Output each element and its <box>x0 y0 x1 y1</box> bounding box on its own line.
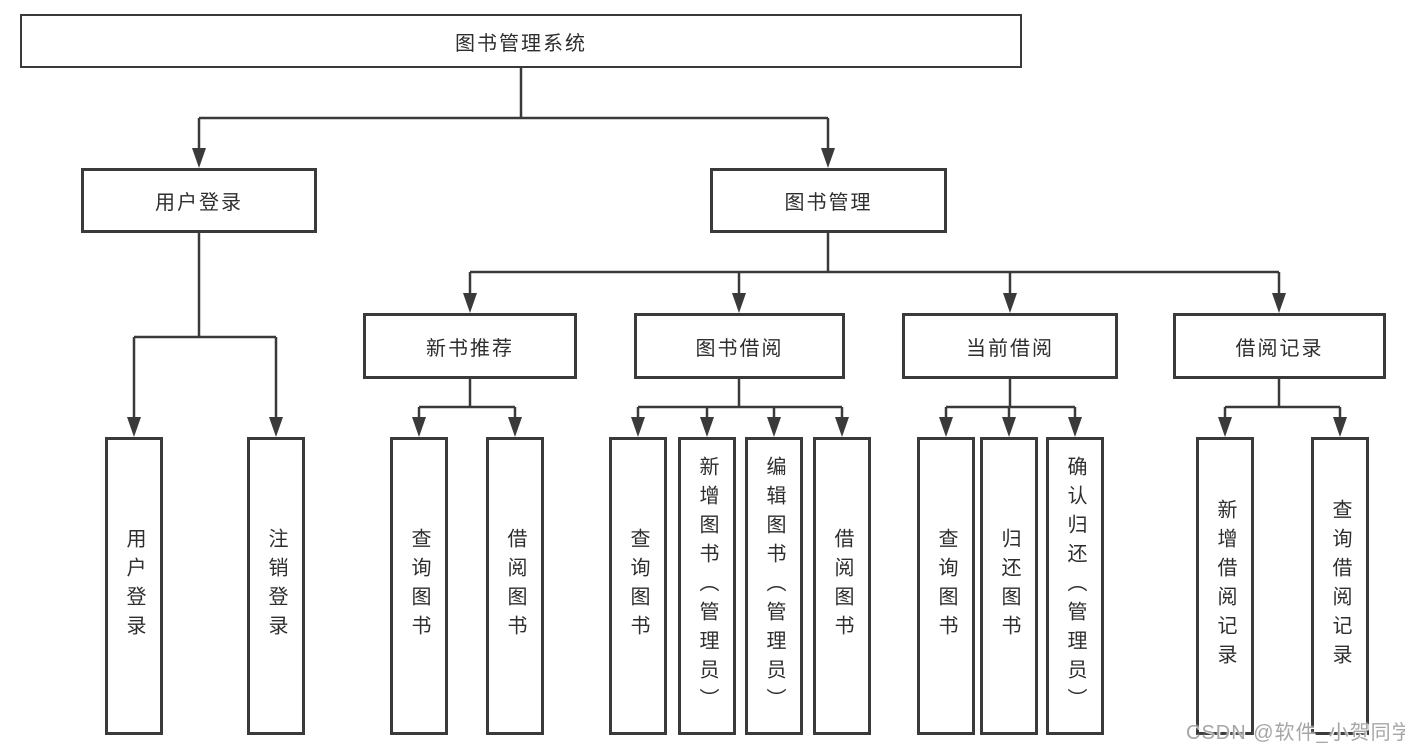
watermark: CSDN @软件_小贺同学 <box>1186 722 1405 744</box>
arrowhead <box>1272 293 1286 313</box>
connector-bookmgmt-to-level3 <box>468 233 1281 295</box>
node-current-borrowing-label: 当前借阅 <box>966 337 1054 360</box>
arrowhead <box>412 417 426 437</box>
leaf-query-books-newbook: 查询图书 <box>390 437 448 735</box>
leaf-add-books-admin: 新增图书（管理员） <box>678 437 736 735</box>
arrowhead <box>767 417 781 437</box>
node-new-book-recommend: 新书推荐 <box>363 313 577 379</box>
arrowhead <box>939 417 953 437</box>
leaf-query-borrow-record: 查询借阅记录 <box>1311 437 1369 735</box>
leaf-edit-books-admin: 编辑图书（管理员） <box>745 437 803 735</box>
leaf-user-login: 用户登录 <box>105 437 163 735</box>
node-book-borrowing-label: 图书借阅 <box>695 337 784 360</box>
leaf-confirm-return-admin-label: 确认归还（管理员） <box>1064 455 1086 717</box>
leaf-query-books-borrow: 查询图书 <box>609 437 667 735</box>
leaf-logout-label: 注销登录 <box>265 528 287 644</box>
leaf-borrow-books-newbook-label: 借阅图书 <box>504 528 526 644</box>
leaf-user-login-label: 用户登录 <box>123 528 145 644</box>
node-user-login-group: 用户登录 <box>81 168 317 233</box>
node-library-system: 图书管理系统 <box>20 14 1022 68</box>
arrowhead <box>821 148 835 168</box>
node-book-management: 图书管理 <box>710 168 947 233</box>
arrowhead <box>192 148 206 168</box>
connector-userlogin-to-leaves <box>132 233 278 419</box>
leaf-borrow-books-label: 借阅图书 <box>831 528 853 644</box>
leaf-add-borrow-record-label: 新增借阅记录 <box>1214 499 1236 673</box>
arrowhead <box>1333 417 1347 437</box>
node-library-system-label: 图书管理系统 <box>455 32 587 55</box>
arrowhead <box>463 293 477 313</box>
arrowhead <box>127 417 141 437</box>
node-book-management-label: 图书管理 <box>784 192 873 214</box>
arrowhead <box>835 417 849 437</box>
node-borrowing-records-label: 借阅记录 <box>1235 337 1324 360</box>
arrowhead <box>1003 293 1017 313</box>
arrowhead <box>732 293 746 313</box>
connector-current-to-leaves <box>944 379 1077 419</box>
leaf-query-books-current-label: 查询图书 <box>935 528 957 644</box>
leaf-return-books: 归还图书 <box>980 437 1038 735</box>
leaf-query-books-newbook-label: 查询图书 <box>408 528 430 644</box>
leaf-query-books-current: 查询图书 <box>917 437 975 735</box>
node-user-login-group-label: 用户登录 <box>155 192 243 214</box>
connector-records-to-leaves <box>1223 379 1342 419</box>
leaf-query-borrow-record-label: 查询借阅记录 <box>1329 499 1351 673</box>
node-book-borrowing: 图书借阅 <box>634 313 845 379</box>
leaf-logout: 注销登录 <box>247 437 305 735</box>
leaf-add-books-admin-label: 新增图书（管理员） <box>696 455 718 717</box>
leaf-borrow-books-newbook: 借阅图书 <box>486 437 544 735</box>
leaf-borrow-books: 借阅图书 <box>813 437 871 735</box>
arrowhead <box>700 417 714 437</box>
arrowhead <box>1068 417 1082 437</box>
leaf-edit-books-admin-label: 编辑图书（管理员） <box>763 455 785 717</box>
arrowhead <box>269 417 283 437</box>
leaf-confirm-return-admin: 确认归还（管理员） <box>1046 437 1104 735</box>
node-borrowing-records: 借阅记录 <box>1173 313 1386 379</box>
arrowhead <box>1218 417 1232 437</box>
connector-newbook-to-leaves <box>417 379 517 419</box>
node-new-book-recommend-label: 新书推荐 <box>426 337 514 360</box>
connector-borrowing-to-leaves <box>636 379 844 419</box>
connector-root-to-level2 <box>197 68 830 150</box>
arrowhead <box>1002 417 1016 437</box>
leaf-query-books-borrow-label: 查询图书 <box>627 528 649 644</box>
arrowhead <box>508 417 522 437</box>
leaf-return-books-label: 归还图书 <box>998 528 1020 644</box>
node-current-borrowing: 当前借阅 <box>902 313 1118 379</box>
leaf-add-borrow-record: 新增借阅记录 <box>1196 437 1254 735</box>
arrowhead <box>631 417 645 437</box>
